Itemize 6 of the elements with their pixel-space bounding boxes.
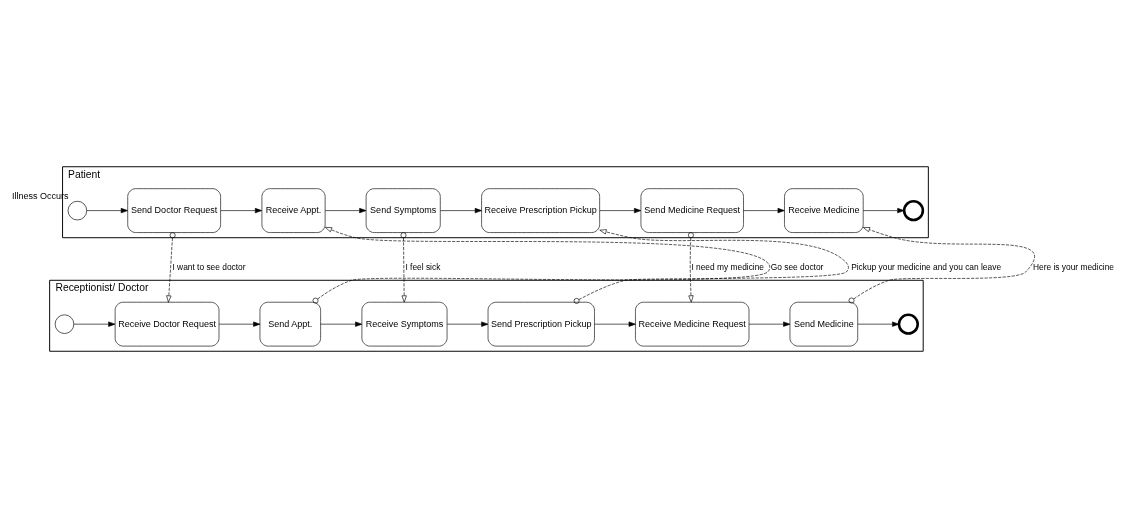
edge-label: Go see doctor — [770, 261, 824, 272]
edge-label: Here is your medicine — [1033, 261, 1115, 272]
edge-label: I need my medicine — [691, 261, 765, 272]
edge-label: I want to see doctor — [172, 261, 246, 272]
edge-label: Pickup your medicine and you can leave — [851, 261, 1002, 272]
edge-label: I feel sick — [405, 261, 441, 272]
